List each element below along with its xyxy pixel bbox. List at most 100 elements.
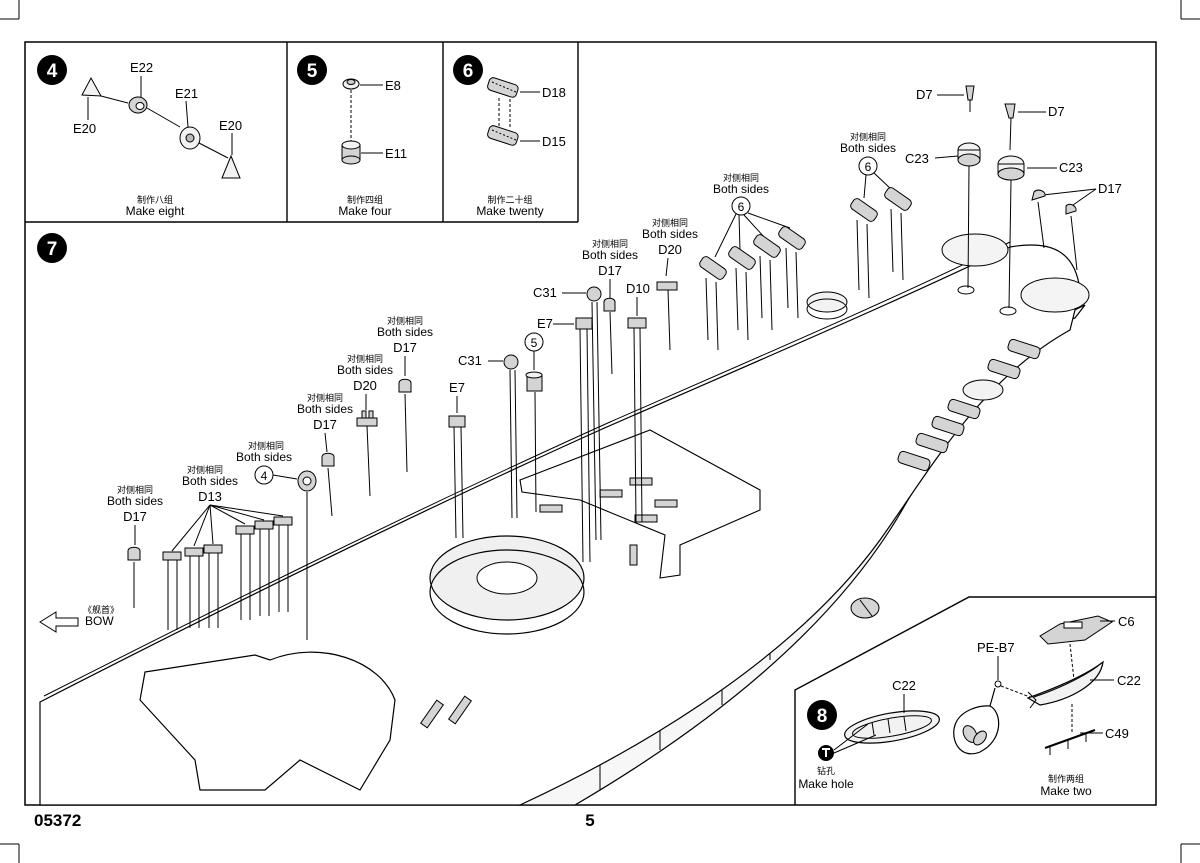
svg-text:对侧相同: 对侧相同 bbox=[307, 392, 343, 403]
svg-text:对侧相同: 对侧相同 bbox=[723, 172, 759, 183]
callout-d17-e: D17 bbox=[1031, 181, 1122, 271]
bow-label: BOW bbox=[85, 614, 114, 628]
svg-text:Both sides: Both sides bbox=[337, 363, 393, 377]
part-d18 bbox=[487, 77, 519, 98]
hull-liferafts bbox=[897, 338, 1041, 472]
svg-text:对侧相同: 对侧相同 bbox=[248, 440, 284, 451]
aft-platforms bbox=[806, 233, 1090, 401]
page-frame bbox=[24, 41, 1157, 806]
label-d17-d: D17 bbox=[598, 263, 622, 278]
svg-text:Both sides: Both sides bbox=[182, 474, 238, 488]
label-e20-right: E20 bbox=[219, 118, 242, 133]
callout-d13: 对侧相同 Both sides D13 bbox=[162, 464, 293, 630]
label-c6: C6 bbox=[1118, 614, 1135, 629]
label-e11: E11 bbox=[385, 146, 407, 161]
bollard-bracket-left bbox=[81, 76, 129, 104]
step-8-note-cn: 制作两组 bbox=[1048, 773, 1084, 784]
step-4-note-cn: 制作八组 bbox=[137, 194, 173, 205]
label-c31-a: C31 bbox=[458, 353, 482, 368]
deck-ready-racks bbox=[419, 477, 678, 729]
step8-frame bbox=[794, 596, 1156, 805]
step-8-panel: 8 C22 钻孔 Make hole C6 C2 bbox=[798, 614, 1141, 798]
label-d17-b: D17 bbox=[313, 417, 337, 432]
lifeboat-top-view bbox=[844, 710, 940, 744]
label-e8: E8 bbox=[385, 78, 401, 93]
drill-label: Make hole bbox=[798, 777, 854, 791]
svg-text:对侧相同: 对侧相同 bbox=[387, 315, 423, 326]
callout-d7-a: D7 bbox=[916, 85, 975, 112]
callout-c31-b: C31 bbox=[533, 285, 602, 541]
svg-text:对侧相同: 对侧相同 bbox=[850, 131, 886, 142]
svg-text:对侧相同: 对侧相同 bbox=[187, 464, 223, 475]
svg-text:对侧相同: 对侧相同 bbox=[347, 353, 383, 364]
turret-ring bbox=[429, 535, 585, 635]
part-c49 bbox=[1044, 729, 1096, 755]
svg-text:Both sides: Both sides bbox=[840, 141, 896, 155]
step-5-badge bbox=[297, 55, 327, 85]
step-5-note: Make four bbox=[338, 204, 391, 218]
label-e7-a: E7 bbox=[449, 380, 465, 395]
svg-text:Both sides: Both sides bbox=[236, 450, 292, 464]
svg-text:Both sides: Both sides bbox=[377, 325, 433, 339]
svg-text:对侧相同: 对侧相同 bbox=[652, 217, 688, 228]
part-e11 bbox=[341, 140, 361, 165]
step-7-badge bbox=[37, 233, 67, 263]
label-d17-a: D17 bbox=[123, 509, 147, 524]
product-code: 05372 bbox=[34, 811, 81, 830]
drill-label-cn: 钻孔 bbox=[817, 765, 835, 776]
callout-d17-a: 对侧相同 Both sides D17 bbox=[107, 484, 163, 608]
part-e22 bbox=[128, 96, 181, 128]
step-8-badge bbox=[807, 700, 837, 730]
step-6-note-cn: 制作二十组 bbox=[487, 194, 532, 205]
forward-deck-outline bbox=[139, 651, 396, 791]
callout-ref-6-b: 对侧相同 Both sides 6 bbox=[840, 131, 912, 299]
callout-d20-b: 对侧相同 Both sides D20 bbox=[642, 217, 698, 351]
page-number: 5 bbox=[585, 811, 594, 830]
step-4-panel: 4 E22 E21 E20 E20 制作八组 Make eight bbox=[37, 55, 242, 218]
step-5-number: 5 bbox=[307, 61, 318, 82]
label-d13: D13 bbox=[198, 489, 222, 504]
callout-d10: D10 bbox=[626, 281, 650, 523]
callout-c23-a: C23 bbox=[905, 142, 981, 289]
bow-label-cn: 《舰首》 bbox=[83, 604, 119, 615]
svg-text:Both sides: Both sides bbox=[297, 402, 353, 416]
bollard-bracket-right bbox=[221, 154, 241, 179]
callout-e7-b: E7 bbox=[537, 316, 593, 563]
ref-5: 5 bbox=[531, 336, 538, 350]
bow-arrow bbox=[39, 611, 79, 633]
part-c6 bbox=[1039, 615, 1114, 645]
callout-d7-b: D7 bbox=[1004, 103, 1065, 151]
step-7-number: 7 bbox=[47, 239, 58, 260]
label-c31-b: C31 bbox=[533, 285, 557, 300]
deck-edge-line bbox=[43, 241, 1011, 697]
propeller-detail-callout bbox=[953, 687, 1000, 755]
step-6-note: Make twenty bbox=[476, 204, 543, 218]
callout-e7-a: E7 bbox=[448, 380, 466, 539]
step-8-number: 8 bbox=[817, 706, 828, 727]
label-e22: E22 bbox=[130, 60, 153, 75]
svg-text:Both sides: Both sides bbox=[642, 227, 698, 241]
callout-ref-4: 对侧相同 Both sides 4 bbox=[236, 440, 317, 640]
svg-text:Both sides: Both sides bbox=[107, 494, 163, 508]
step-4-number: 4 bbox=[47, 61, 58, 82]
callout-d17-c: 对侧相同 Both sides D17 bbox=[377, 315, 433, 473]
part-c22-side bbox=[1026, 660, 1104, 706]
part-e21-wheel bbox=[179, 126, 229, 159]
step-8-note: Make two bbox=[1040, 784, 1092, 798]
hull-propeller-guard bbox=[850, 597, 880, 619]
svg-text:对侧相同: 对侧相同 bbox=[117, 484, 153, 495]
label-d18: D18 bbox=[542, 85, 566, 100]
callout-c31-a: C31 bbox=[458, 353, 519, 519]
label-c49: C49 bbox=[1105, 726, 1129, 741]
label-e20-left: E20 bbox=[73, 121, 96, 136]
part-d15 bbox=[487, 125, 519, 146]
label-d15: D15 bbox=[542, 134, 566, 149]
ref-6-b: 6 bbox=[865, 160, 872, 174]
label-c22-side: C22 bbox=[1117, 673, 1141, 688]
callout-d20-a: 对侧相同 Both sides D20 bbox=[337, 353, 393, 497]
label-d7-a: D7 bbox=[916, 87, 933, 102]
svg-text:Both sides: Both sides bbox=[582, 248, 638, 262]
step-6-number: 6 bbox=[463, 61, 474, 82]
step-4-note: Make eight bbox=[126, 204, 185, 218]
